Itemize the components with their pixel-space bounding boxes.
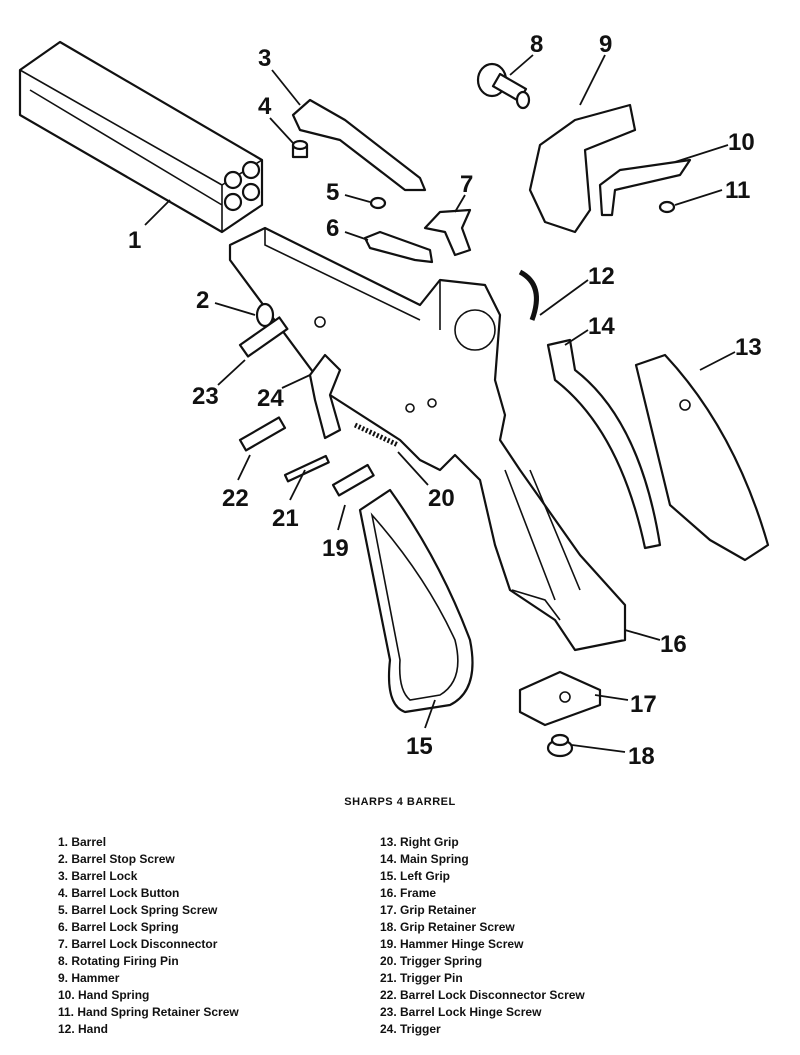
callout-20: 20: [428, 485, 455, 512]
callout-5: 5: [326, 179, 339, 206]
part-frame: [228, 226, 627, 652]
parts-list-item: 17. Grip Retainer: [380, 903, 477, 917]
part-hand: [518, 269, 539, 321]
callout-3: 3: [258, 45, 271, 72]
parts-list-item: 8. Rotating Firing Pin: [58, 954, 179, 968]
parts-list-item: 23. Barrel Lock Hinge Screw: [380, 1005, 542, 1019]
callout-8: 8: [530, 31, 543, 58]
callout-17: 17: [630, 691, 657, 718]
parts-list-item: 12. Hand: [58, 1022, 109, 1036]
callout-12: 12: [588, 263, 615, 290]
part-hand-spring: [598, 158, 692, 217]
parts-list-item: 9. Hammer: [58, 971, 120, 985]
callout-9: 9: [599, 31, 612, 58]
parts-list-item: 3. Barrel Lock: [58, 869, 138, 883]
callout-4: 4: [258, 93, 272, 120]
callout-24: 24: [257, 385, 284, 412]
parts-list-item: 24. Trigger: [380, 1022, 441, 1036]
parts-list-item: 15. Left Grip: [380, 869, 451, 883]
parts-list-item: 11. Hand Spring Retainer Screw: [58, 1005, 239, 1019]
part-barrel-lock-hinge-screw: [238, 316, 289, 358]
part-rotating-firing-pin: [476, 62, 531, 110]
parts-list-item: 10. Hand Spring: [58, 988, 150, 1002]
callout-15: 15: [406, 733, 433, 760]
callout-1: 1: [128, 227, 141, 254]
parts-list-item: 7. Barrel Lock Disconnector: [58, 937, 218, 951]
part-main-spring: [546, 338, 662, 550]
parts-list-item: 19. Hammer Hinge Screw: [380, 937, 524, 951]
part-barrel-lock-spring: [363, 230, 434, 264]
part-barrel-lock-button: [291, 139, 309, 159]
callout-23: 23: [192, 383, 219, 410]
exploded-parts-diagram: 1 2 3 4 5 6 7 8 9 10 11 12 13 14 15 16 1…: [18, 31, 770, 770]
parts-list-item: 4. Barrel Lock Button: [58, 886, 180, 900]
parts-list-item: 5. Barrel Lock Spring Screw: [58, 903, 218, 917]
parts-list-item: 1. Barrel: [58, 835, 107, 849]
callout-10: 10: [728, 129, 755, 156]
part-hand-spring-retainer-screw: [658, 200, 676, 214]
parts-list-item: 2. Barrel Stop Screw: [58, 852, 175, 866]
callout-22: 22: [222, 485, 249, 512]
parts-list-item: 6. Barrel Lock Spring: [58, 920, 179, 934]
callouts: [144, 54, 736, 753]
part-barrel-lock-spring-screw: [369, 196, 387, 210]
part-barrel-lock-disconnector: [423, 208, 472, 257]
part-barrel-stop-screw: [255, 302, 275, 328]
part-hammer-hinge-screw: [331, 463, 375, 497]
callout-13: 13: [735, 334, 762, 361]
callout-21: 21: [272, 505, 299, 532]
part-barrel-lock-disconnector-screw: [238, 416, 287, 452]
callout-19: 19: [322, 535, 349, 562]
callout-14: 14: [588, 313, 615, 340]
callout-6: 6: [326, 215, 339, 242]
callout-16: 16: [660, 631, 687, 658]
part-trigger: [308, 353, 342, 440]
parts-list-item: 14. Main Spring: [380, 852, 469, 866]
callout-2: 2: [196, 287, 209, 314]
part-hammer: [528, 103, 637, 234]
parts-list-item: 22. Barrel Lock Disconnector Screw: [380, 988, 585, 1002]
parts-list-item: 21. Trigger Pin: [380, 971, 463, 985]
part-right-grip: [634, 353, 770, 562]
diagram-title: SHARPS 4 BARREL: [344, 796, 456, 808]
callout-7: 7: [460, 171, 473, 198]
parts-list-right: 13. Right Grip 14. Main Spring 15. Left …: [380, 834, 585, 1038]
part-left-grip: [358, 488, 474, 714]
parts-list-item: 13. Right Grip: [380, 835, 459, 849]
callout-18: 18: [628, 743, 655, 770]
parts-list-item: 18. Grip Retainer Screw: [380, 920, 515, 934]
parts-list-left: 1. Barrel 2. Barrel Stop Screw 3. Barrel…: [58, 834, 239, 1038]
part-barrel-lock: [291, 98, 427, 192]
part-barrel: [18, 40, 264, 234]
callout-11: 11: [725, 177, 750, 204]
parts-list-item: 20. Trigger Spring: [380, 954, 483, 968]
parts-list-item: 16. Frame: [380, 886, 437, 900]
part-trigger-pin: [283, 454, 330, 483]
part-grip-retainer: [518, 670, 602, 727]
part-grip-retainer-screw: [546, 733, 574, 758]
